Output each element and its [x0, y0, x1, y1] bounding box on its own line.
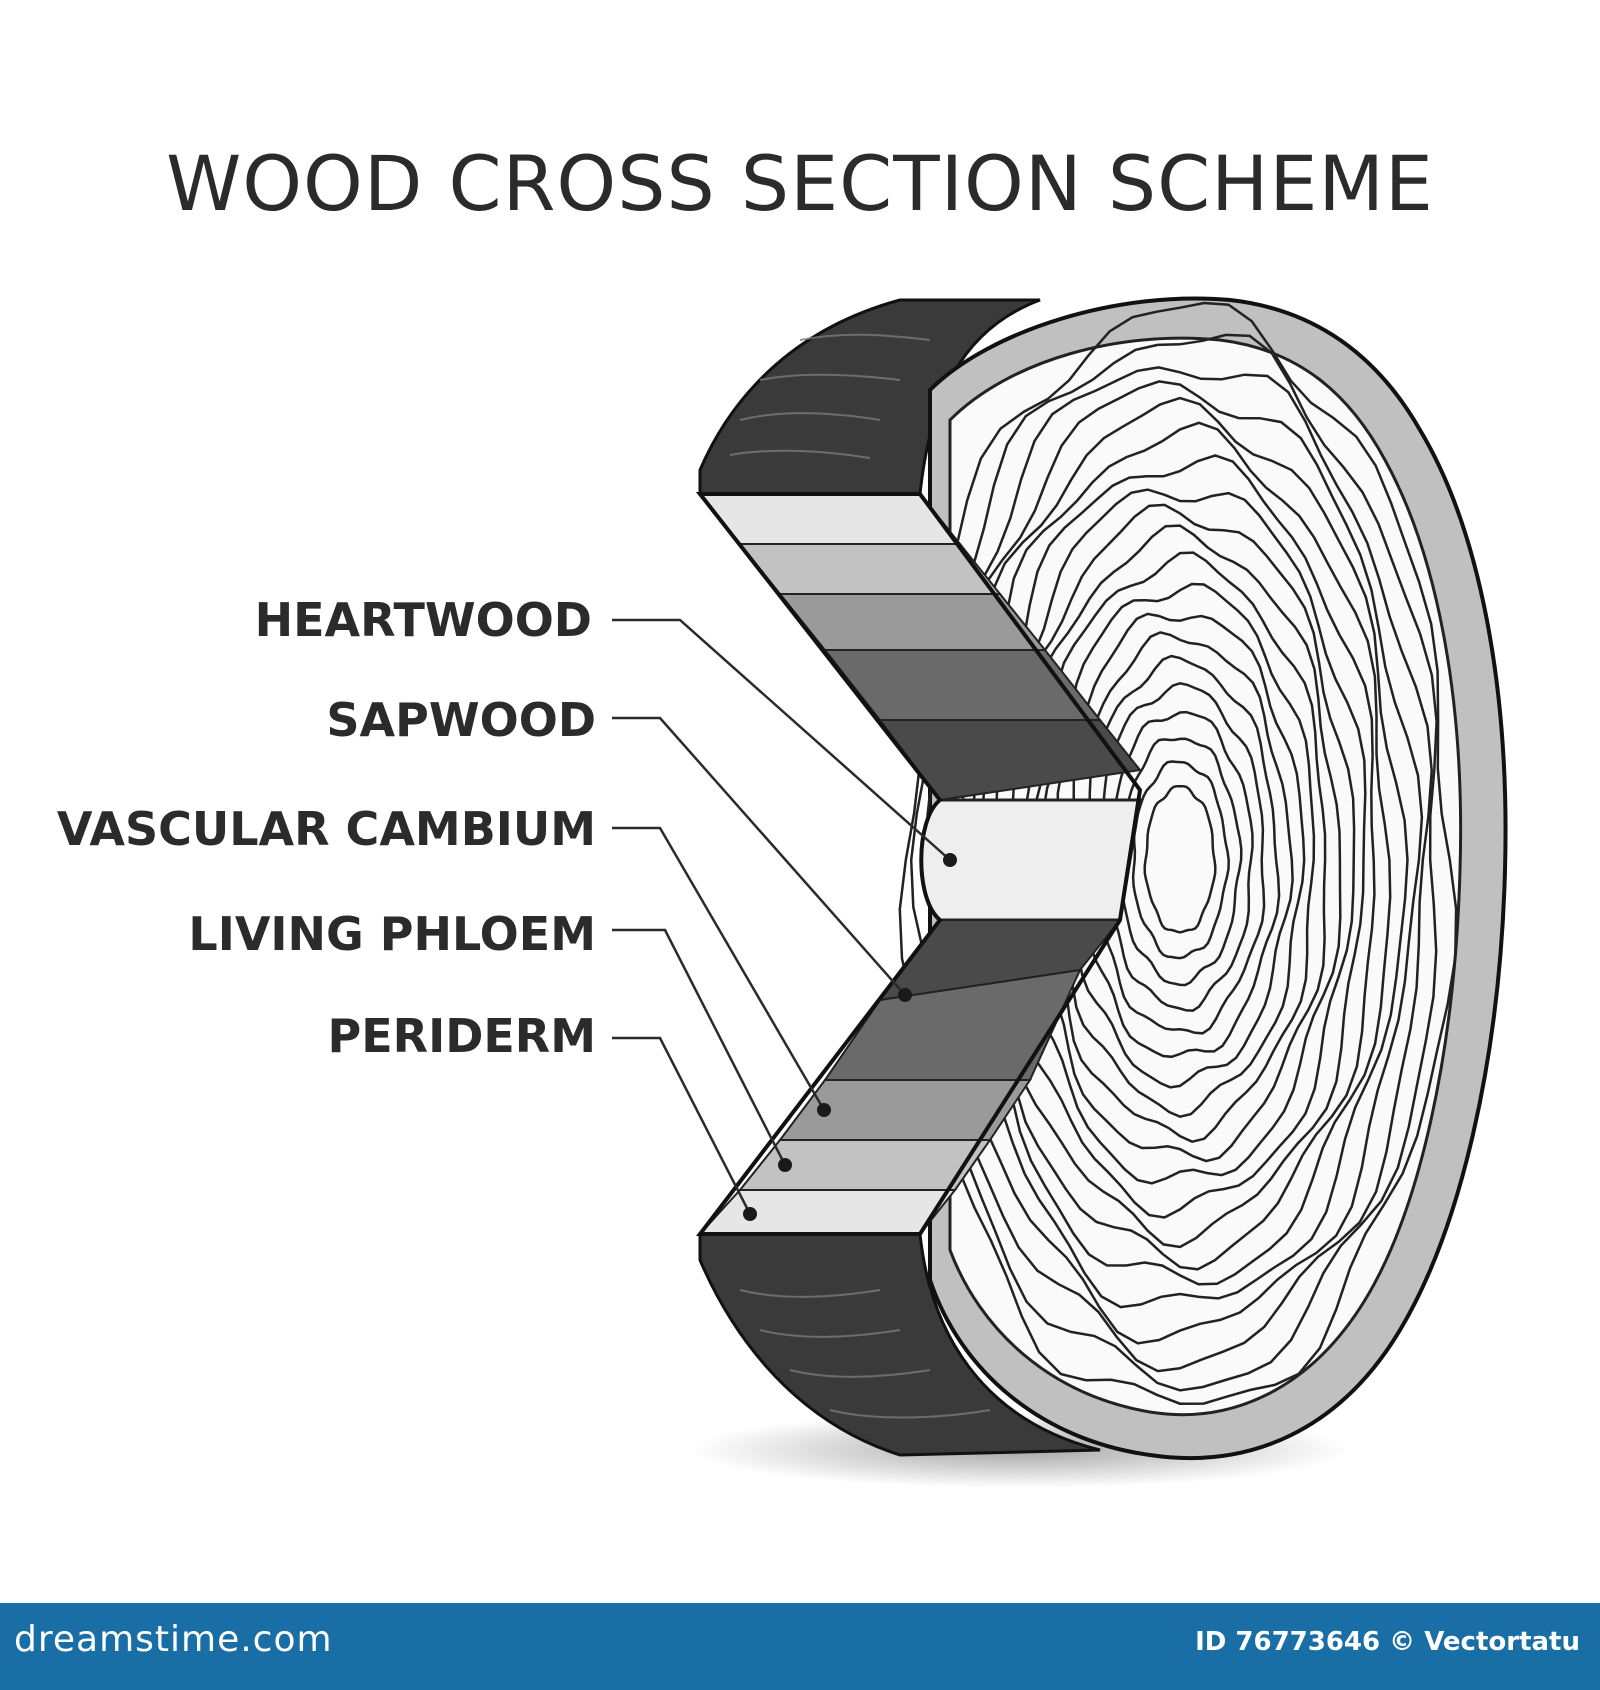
face-wood	[948, 336, 1463, 1417]
dot-living-phloem	[778, 1158, 792, 1172]
leader-periderm	[612, 1036, 752, 1215]
growth-ring	[1143, 784, 1217, 934]
label-sapwood: SAPWOOD	[326, 693, 596, 747]
leader-heartwood	[612, 618, 951, 861]
dot-vascular-cambium	[817, 1103, 831, 1117]
diagram-title: WOOD CROSS SECTION SCHEME	[166, 139, 1434, 228]
wedge-cut	[695, 492, 1143, 1236]
labels: HEARTWOOD SAPWOOD VASCULAR CAMBIUM LIVIN…	[57, 593, 596, 1063]
leader-vascular-cambium	[612, 826, 826, 1111]
label-heartwood: HEARTWOOD	[255, 593, 592, 647]
leader-dots	[743, 853, 957, 1221]
label-living-phloem: LIVING PHLOEM	[188, 907, 596, 961]
growth-ring	[898, 301, 1458, 1405]
footer-brand: dreamstime.com	[14, 1619, 333, 1660]
dot-heartwood	[943, 853, 957, 867]
dot-sapwood	[898, 988, 912, 1002]
growth-ring	[909, 333, 1438, 1392]
label-vascular-cambium: VASCULAR CAMBIUM	[57, 802, 596, 856]
bark-side	[698, 298, 1101, 1457]
leader-sapwood	[612, 716, 906, 996]
leader-living-phloem	[612, 928, 787, 1166]
leader-lines	[612, 618, 951, 1215]
dot-periderm	[743, 1207, 757, 1221]
label-periderm: PERIDERM	[328, 1009, 596, 1063]
growth-ring	[1131, 760, 1230, 960]
footer-credit: ID 76773646 © Vectortatu	[1195, 1627, 1580, 1657]
footer-bar: dreamstime.com ID 76773646 © Vectortatu	[0, 1603, 1600, 1690]
